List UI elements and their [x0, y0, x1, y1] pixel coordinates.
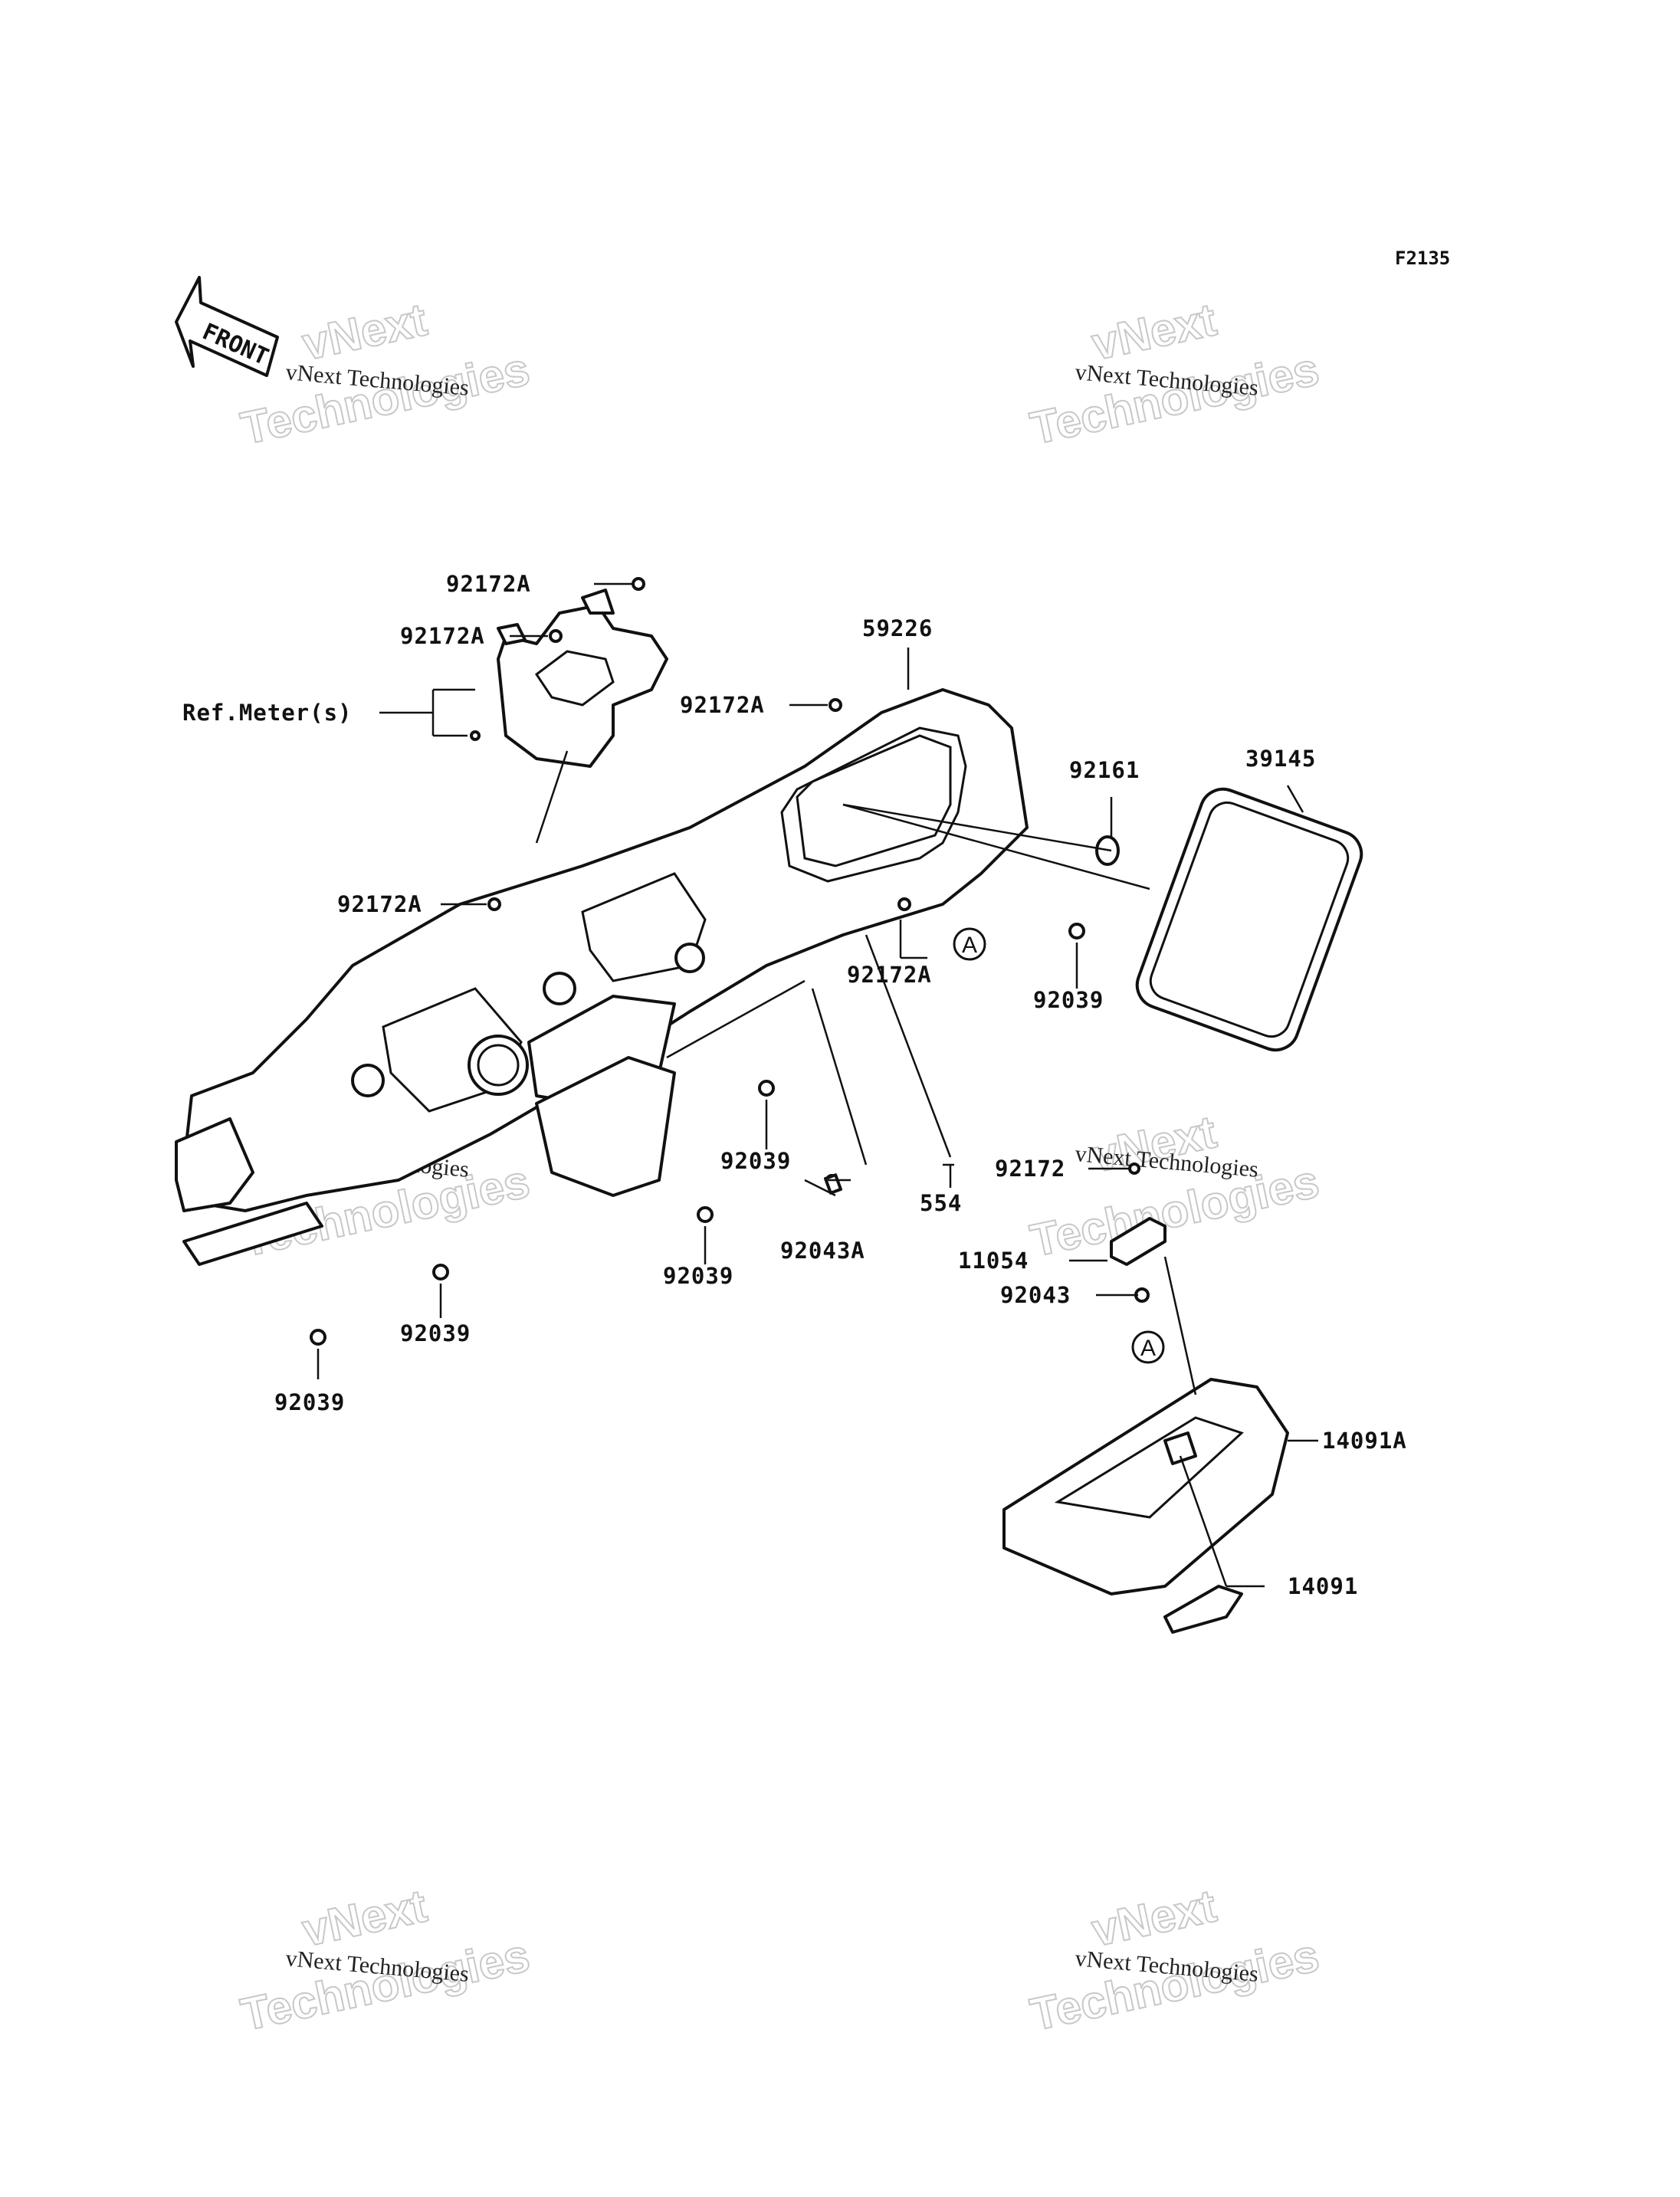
callout-92039-3: 92039: [663, 1263, 733, 1289]
callout-92172: 92172: [995, 1156, 1065, 1182]
callout-92172A-3: 92172A: [680, 692, 765, 718]
lens-14091: [1163, 1585, 1243, 1634]
watermark-bottom-right: vNext Technologies vNext Technologies: [1025, 1879, 1324, 2041]
svg-text:A: A: [962, 933, 977, 958]
lower-lid: [535, 1056, 676, 1197]
watermark-top-right: vNext Technologies vNext Technologies: [1025, 293, 1324, 455]
callout-92161: 92161: [1069, 757, 1140, 783]
svg-text:vNext: vNext: [298, 293, 431, 370]
svg-text:Technologies: Technologies: [1026, 1930, 1324, 2041]
svg-text:A: A: [1140, 1336, 1156, 1361]
ref-circle-a-2: A: [1131, 1330, 1165, 1364]
callout-92039-5: 92039: [274, 1389, 345, 1415]
watermark-top-left: vNext Technologies vNext Technologies: [236, 293, 535, 455]
svg-text:vNext: vNext: [1088, 1880, 1221, 1956]
svg-text:vNext: vNext: [298, 1880, 431, 1956]
callout-ref-meter: Ref.Meter(s): [182, 700, 353, 726]
callout-11054: 11054: [958, 1248, 1029, 1274]
fasteners: [310, 577, 1150, 1346]
svg-text:Technologies: Technologies: [237, 343, 534, 454]
front-arrow-icon: FRONT: [175, 276, 279, 377]
gasket-39145: [1135, 787, 1363, 1052]
callout-39145: 39145: [1245, 746, 1316, 772]
callout-59226: 59226: [862, 615, 933, 641]
callout-14091A: 14091A: [1322, 1428, 1407, 1454]
hinge-11054: [1110, 1217, 1166, 1266]
callout-92043: 92043: [1000, 1282, 1071, 1308]
glove-box-14091A: [1002, 1378, 1289, 1595]
watermark-bottom-left: vNext Technologies vNext Technologies: [236, 1879, 535, 2041]
callout-14091: 14091: [1288, 1573, 1358, 1599]
svg-text:vNext: vNext: [1088, 293, 1221, 370]
callout-92172A-1: 92172A: [446, 571, 531, 597]
callout-92172A-4: 92172A: [337, 891, 422, 917]
leader-lines: [317, 582, 1318, 1588]
callout-92172A-5: 92172A: [847, 962, 932, 988]
callout-92039-2: 92039: [720, 1148, 791, 1174]
diagram-code: F2135: [1395, 248, 1450, 269]
meter-bracket: [497, 589, 668, 768]
callout-92043A: 92043A: [780, 1238, 865, 1264]
callout-554: 554: [920, 1190, 962, 1216]
ref-circle-a-1: A: [953, 927, 986, 961]
callout-92172A-2: 92172A: [400, 623, 485, 649]
callout-92039-4: 92039: [400, 1320, 471, 1346]
svg-text:Technologies: Technologies: [1026, 343, 1324, 454]
watermark-mid-right: vNext Technologies vNext Technologies: [1025, 1105, 1324, 1267]
callout-92039-1: 92039: [1033, 987, 1104, 1013]
svg-text:Technologies: Technologies: [237, 1930, 534, 2041]
